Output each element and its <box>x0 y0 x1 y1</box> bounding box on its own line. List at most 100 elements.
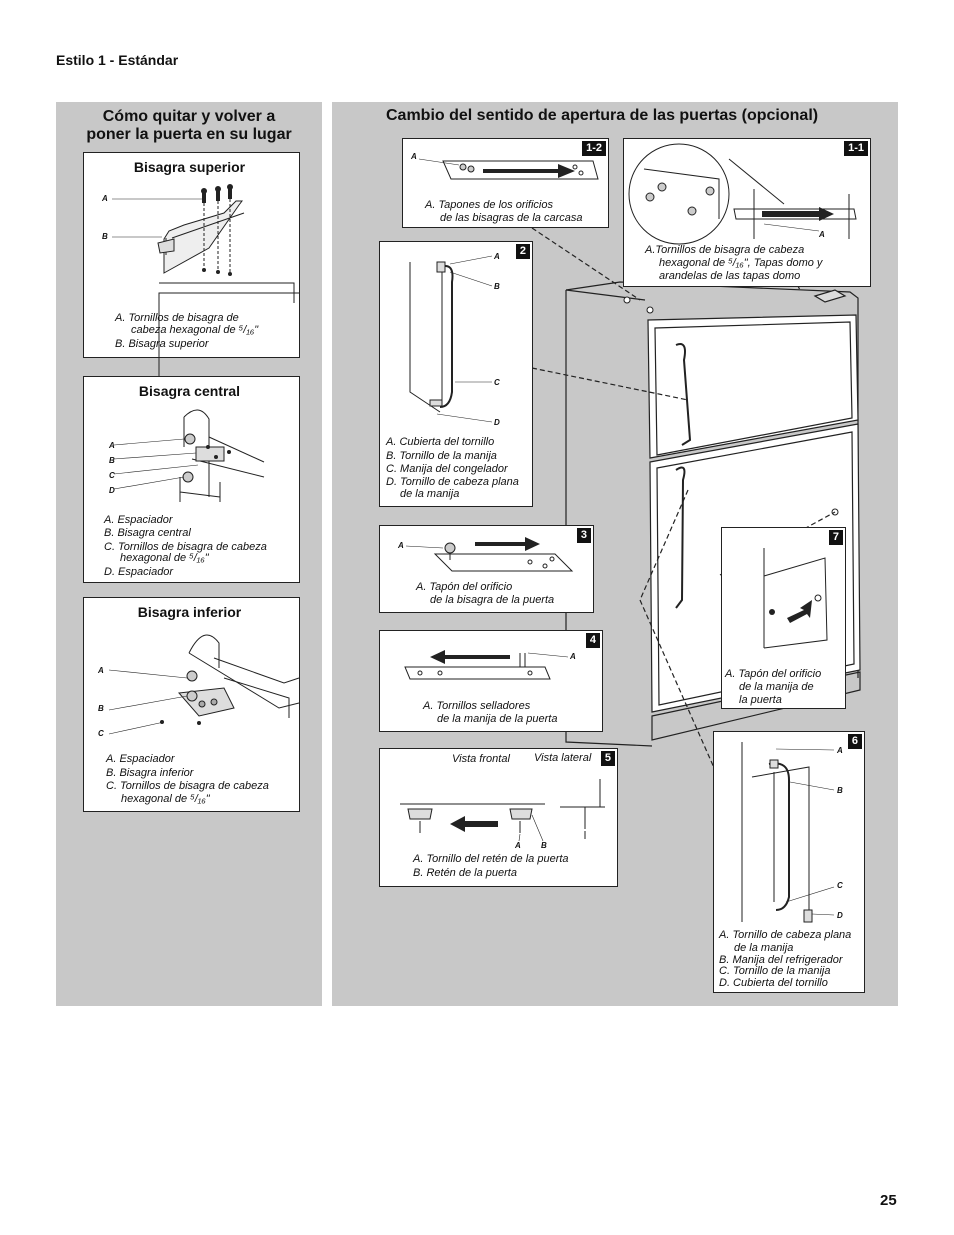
label-b: B <box>837 786 843 795</box>
label-c: C <box>109 471 115 480</box>
figure-4: 4 A A. Tornillos selladores de la manija… <box>379 630 603 732</box>
caption-c-cont: hexagonal de ⁵/₁₆" <box>121 793 210 805</box>
caption-a-cont: de la manija <box>734 942 794 954</box>
label-a: A <box>494 252 500 261</box>
caption-c: C. Manija del congelador <box>386 463 508 475</box>
left-panel-heading: Cómo quitar y volver a poner la puerta e… <box>56 108 322 144</box>
caption-d: D. Espaciador <box>104 566 174 578</box>
figure-3: 3 A A. Tapón del orificio de la bisagra … <box>379 525 594 613</box>
caption-a: A. Tapones de los orificios <box>425 199 553 211</box>
figure-badge: 6 <box>847 734 862 749</box>
caption-a: A. Espaciador <box>106 753 175 765</box>
label-c: C <box>837 881 843 890</box>
figure-badge: 1-2 <box>582 141 606 156</box>
label-a: A <box>102 194 108 203</box>
figure-3-illustration <box>405 537 574 572</box>
figure-2: 2 A B C D A. Cubierta del tornillo B. To… <box>379 241 533 507</box>
figure-1-1: 1-1 A A.Tornillos de bisagra de cabeza h… <box>623 138 871 287</box>
figure-6: 6 A B C D A. Tornillo de cabeza plana de… <box>713 731 865 993</box>
bottom-hinge-title: Bisagra inferior <box>137 604 242 620</box>
caption-a-cont2: arandelas de las tapas domo <box>659 270 801 282</box>
view-side-label: Vista lateral <box>534 752 592 764</box>
caption-b: B. Retén de la puerta <box>413 867 517 879</box>
top-hinge-figure: Bisagra superior A B A. Tornillos de bis… <box>83 152 300 433</box>
top-hinge-illustration <box>112 184 299 433</box>
caption-a: A. Tapón del orificio <box>725 668 822 680</box>
caption-a: A. Cubierta del tornillo <box>386 436 495 448</box>
center-hinge-title: Bisagra central <box>138 383 241 399</box>
caption-a: A. Tapón del orificio <box>416 581 513 593</box>
label-b: B <box>109 456 115 465</box>
label-a: A <box>98 666 104 675</box>
figure-2-illustration <box>409 255 493 423</box>
caption-a: A. Tornillo de cabeza plana <box>719 929 852 941</box>
caption-b: B. Bisagra central <box>104 527 191 539</box>
caption-c: C. Tornillos de bisagra de cabeza <box>104 541 267 553</box>
figure-badge: 4 <box>585 633 600 648</box>
caption-a-cont: cabeza hexagonal de ⁵/₁₆" <box>131 324 259 336</box>
label-a: A <box>570 652 576 661</box>
caption-b: B. Manija del refrigerador <box>719 954 843 966</box>
label-b: B <box>494 282 500 291</box>
figure-1-2: 1-2 A A. Tapones de los orificios de las… <box>402 138 609 228</box>
center-hinge-figure: Bisagra central A B C D A. Espaciador B.… <box>83 376 300 583</box>
bottom-hinge-illustration <box>108 634 300 735</box>
label-d: D <box>837 911 843 920</box>
label-a: A <box>109 441 115 450</box>
caption-d: D. Cubierta del tornillo <box>719 977 828 989</box>
left-heading-line1: Cómo quitar y volver a <box>102 108 276 125</box>
label-d: D <box>494 418 500 427</box>
caption-a: A.Tornillos de bisagra de cabeza <box>645 244 805 256</box>
top-hinge-title: Bisagra superior <box>133 159 246 175</box>
caption-c: C. Tornillo de la manija <box>719 965 831 977</box>
center-hinge-illustration <box>113 409 265 502</box>
figure-badge: 3 <box>576 528 591 543</box>
caption-a-cont2: la puerta <box>739 694 782 706</box>
caption-a-cont: de la manija de la puerta <box>437 713 558 725</box>
figure-badge: 7 <box>828 530 843 545</box>
caption-a-cont: de la bisagra de la puerta <box>430 594 555 606</box>
caption-a: A. Tornillo del retén de la puerta <box>413 853 569 865</box>
figure-badge: 2 <box>515 244 530 259</box>
label-a: A <box>837 746 843 755</box>
figure-badge: 5 <box>600 751 615 766</box>
caption-d-cont: de la manija <box>400 488 460 500</box>
figure-badge: 1-1 <box>844 141 868 156</box>
caption-a: A. Tornillos de bisagra de <box>115 312 239 324</box>
label-b: B <box>98 704 104 713</box>
caption-b: B. Bisagra inferior <box>106 767 194 779</box>
caption-b: B. Bisagra superior <box>115 338 209 350</box>
label-a: A <box>515 841 521 850</box>
section-title: Estilo 1 - Estándar <box>56 52 179 68</box>
left-heading-line2: poner la puerta en su lugar <box>86 126 292 143</box>
caption-d: D. Tornillo de cabeza plana <box>386 476 519 488</box>
figure-7: 7 A. Tapón del orificio de la manija de … <box>721 527 846 709</box>
caption-a: A. Tornillos selladores <box>423 700 531 712</box>
label-d: D <box>109 486 115 495</box>
caption-a-cont: de la manija de <box>739 681 814 693</box>
label-a: A <box>411 152 417 161</box>
label-a: A <box>398 541 404 550</box>
right-panel-heading: Cambio del sentido de apertura de las pu… <box>386 107 819 124</box>
label-c: C <box>98 729 104 738</box>
figure-1-2-illustration <box>418 158 599 180</box>
caption-c-cont: hexagonal de ⁵/₁₆" <box>120 552 209 564</box>
figure-7-illustration <box>763 548 828 649</box>
view-front-label: Vista frontal <box>452 753 510 765</box>
label-a: A <box>819 230 825 239</box>
figure-4-illustration <box>404 650 569 680</box>
caption-b: B. Tornillo de la manija <box>386 450 497 462</box>
page-number: 25 <box>880 1192 897 1209</box>
figure-1-1-illustration <box>628 143 857 245</box>
label-b: B <box>102 232 108 241</box>
figure-6-illustration <box>741 742 835 923</box>
figure-5: 5 Vista frontal Vista lateral A B A. Tor… <box>379 748 618 887</box>
figure-5-illustration <box>400 779 605 842</box>
label-c: C <box>494 378 500 387</box>
caption-a-cont: hexagonal de ⁵/₁₆", Tapas domo y <box>659 257 823 269</box>
label-b: B <box>541 841 547 850</box>
caption-c: C. Tornillos de bisagra de cabeza <box>106 780 269 792</box>
bottom-hinge-figure: Bisagra inferior A B C A. Espaciador B. … <box>83 597 300 812</box>
caption-a-cont: de las bisagras de la carcasa <box>440 212 583 224</box>
caption-a: A. Espaciador <box>104 514 173 526</box>
